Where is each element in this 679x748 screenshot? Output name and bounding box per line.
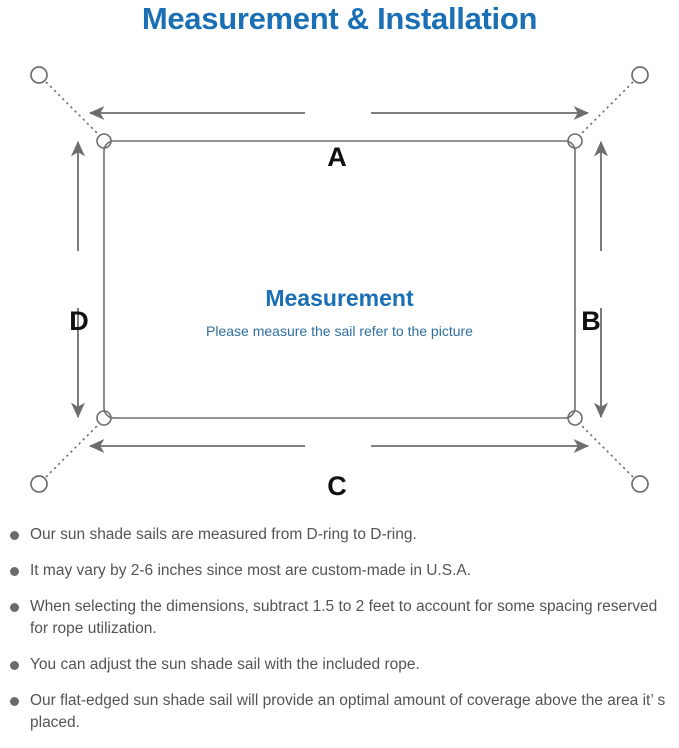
sail-center-subtext: Please measure the sail refer to the pic… bbox=[206, 323, 473, 339]
note-text: Our sun shade sails are measured from D-… bbox=[30, 526, 417, 543]
measurement-diagram: A B C D Measurement Please measure the s… bbox=[0, 46, 679, 516]
sail-corner-ring-top-right bbox=[567, 133, 583, 149]
diagram-svg bbox=[30, 66, 649, 493]
page-title: Measurement & Installation bbox=[141, 1, 538, 36]
sail-center-heading: Measurement bbox=[265, 285, 414, 311]
dimension-label-d: D bbox=[69, 306, 89, 336]
dimension-label-b: B bbox=[581, 306, 601, 336]
rope-top-left bbox=[45, 81, 100, 136]
bullet-icon bbox=[10, 567, 19, 576]
note-text: It may vary by 2-6 inches since most are… bbox=[30, 562, 472, 579]
note-item: Our sun shade sails are measured from D-… bbox=[0, 524, 679, 546]
sail-corner-ring-bottom-right bbox=[567, 410, 583, 426]
note-item: Our flat-edged sun shade sail will provi… bbox=[0, 690, 679, 734]
note-text: Our flat-edged sun shade sail will provi… bbox=[30, 692, 666, 731]
note-text: You can adjust the sun shade sail with t… bbox=[30, 656, 420, 673]
sail-corner-ring-top-left bbox=[96, 133, 112, 149]
anchor-ring-top-left bbox=[30, 66, 48, 84]
bullet-icon bbox=[10, 661, 19, 670]
rope-bottom-right bbox=[579, 423, 634, 478]
sail-corner-ring-bottom-left bbox=[96, 410, 112, 426]
bullet-icon bbox=[10, 603, 19, 612]
dimension-label-c: C bbox=[327, 471, 347, 501]
rope-top-right bbox=[579, 81, 634, 136]
rope-bottom-left bbox=[45, 423, 100, 478]
dimension-label-a: A bbox=[327, 142, 347, 172]
notes-list: Our sun shade sails are measured from D-… bbox=[0, 524, 679, 748]
anchor-ring-top-right bbox=[631, 66, 649, 84]
bullet-icon bbox=[10, 697, 19, 706]
sail-outline bbox=[103, 140, 576, 419]
note-item: When selecting the dimensions, subtract … bbox=[0, 596, 679, 640]
anchor-ring-bottom-left bbox=[30, 475, 48, 493]
anchor-ring-bottom-right bbox=[631, 475, 649, 493]
note-text: When selecting the dimensions, subtract … bbox=[30, 598, 658, 637]
note-item: You can adjust the sun shade sail with t… bbox=[0, 654, 679, 676]
bullet-icon bbox=[10, 531, 19, 540]
note-item: It may vary by 2-6 inches since most are… bbox=[0, 560, 679, 582]
